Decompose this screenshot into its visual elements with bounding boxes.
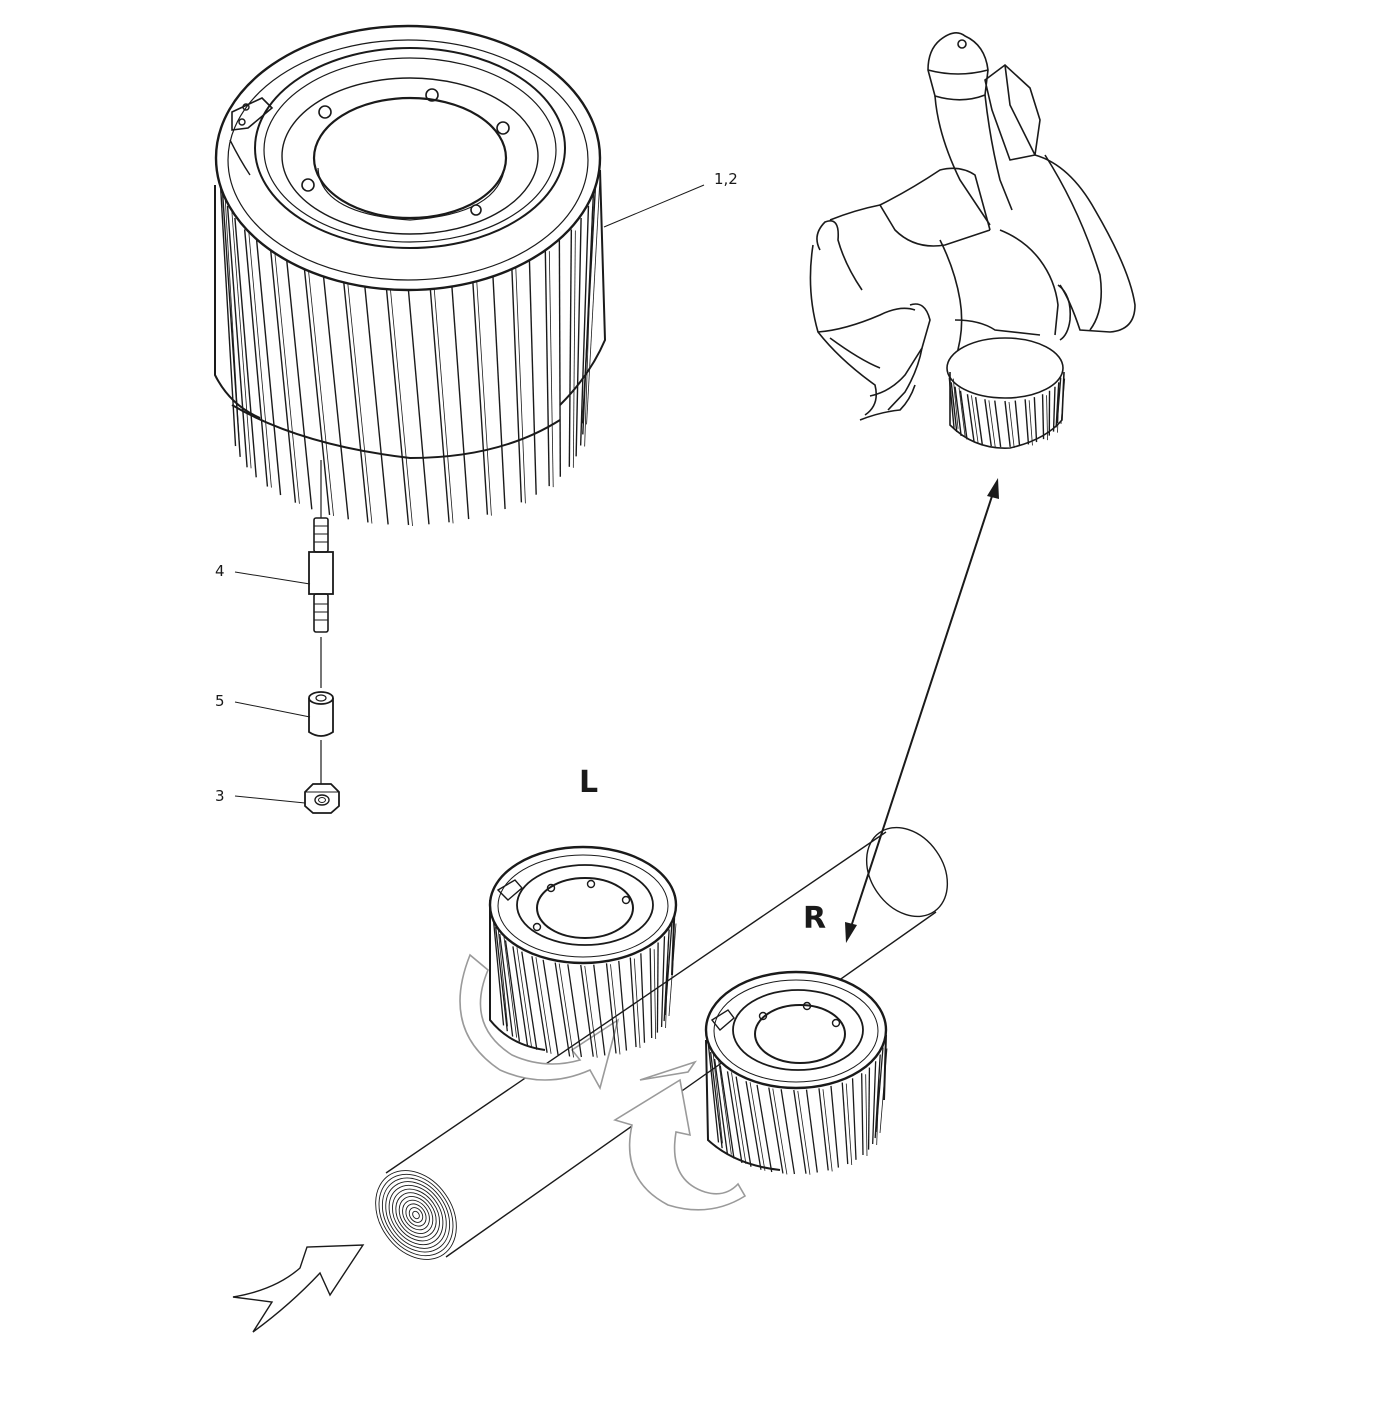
feed-roller-right: [706, 972, 887, 1175]
callout-nut: 3: [215, 787, 225, 805]
log-end-rings: [359, 1155, 473, 1275]
bolt: [309, 518, 333, 632]
callout-feed-roller: 1,2: [714, 170, 738, 188]
side-label-right: R: [803, 901, 826, 936]
callout-bolt: 4: [215, 562, 225, 580]
arrowhead-down: [845, 922, 857, 943]
assembly-stack: [305, 460, 339, 813]
side-label-left: L: [579, 765, 598, 800]
spacer: [309, 692, 333, 736]
feed-direction-arrow: [233, 1245, 363, 1332]
harvester-roller: [947, 338, 1065, 448]
feed-roller-large: [215, 26, 605, 526]
harvester-head: [810, 33, 1135, 448]
arrowhead-up: [987, 478, 999, 499]
hex-nut: [305, 784, 339, 813]
callout-spacer: 5: [215, 692, 225, 710]
feed-roller-left: [490, 847, 676, 1058]
